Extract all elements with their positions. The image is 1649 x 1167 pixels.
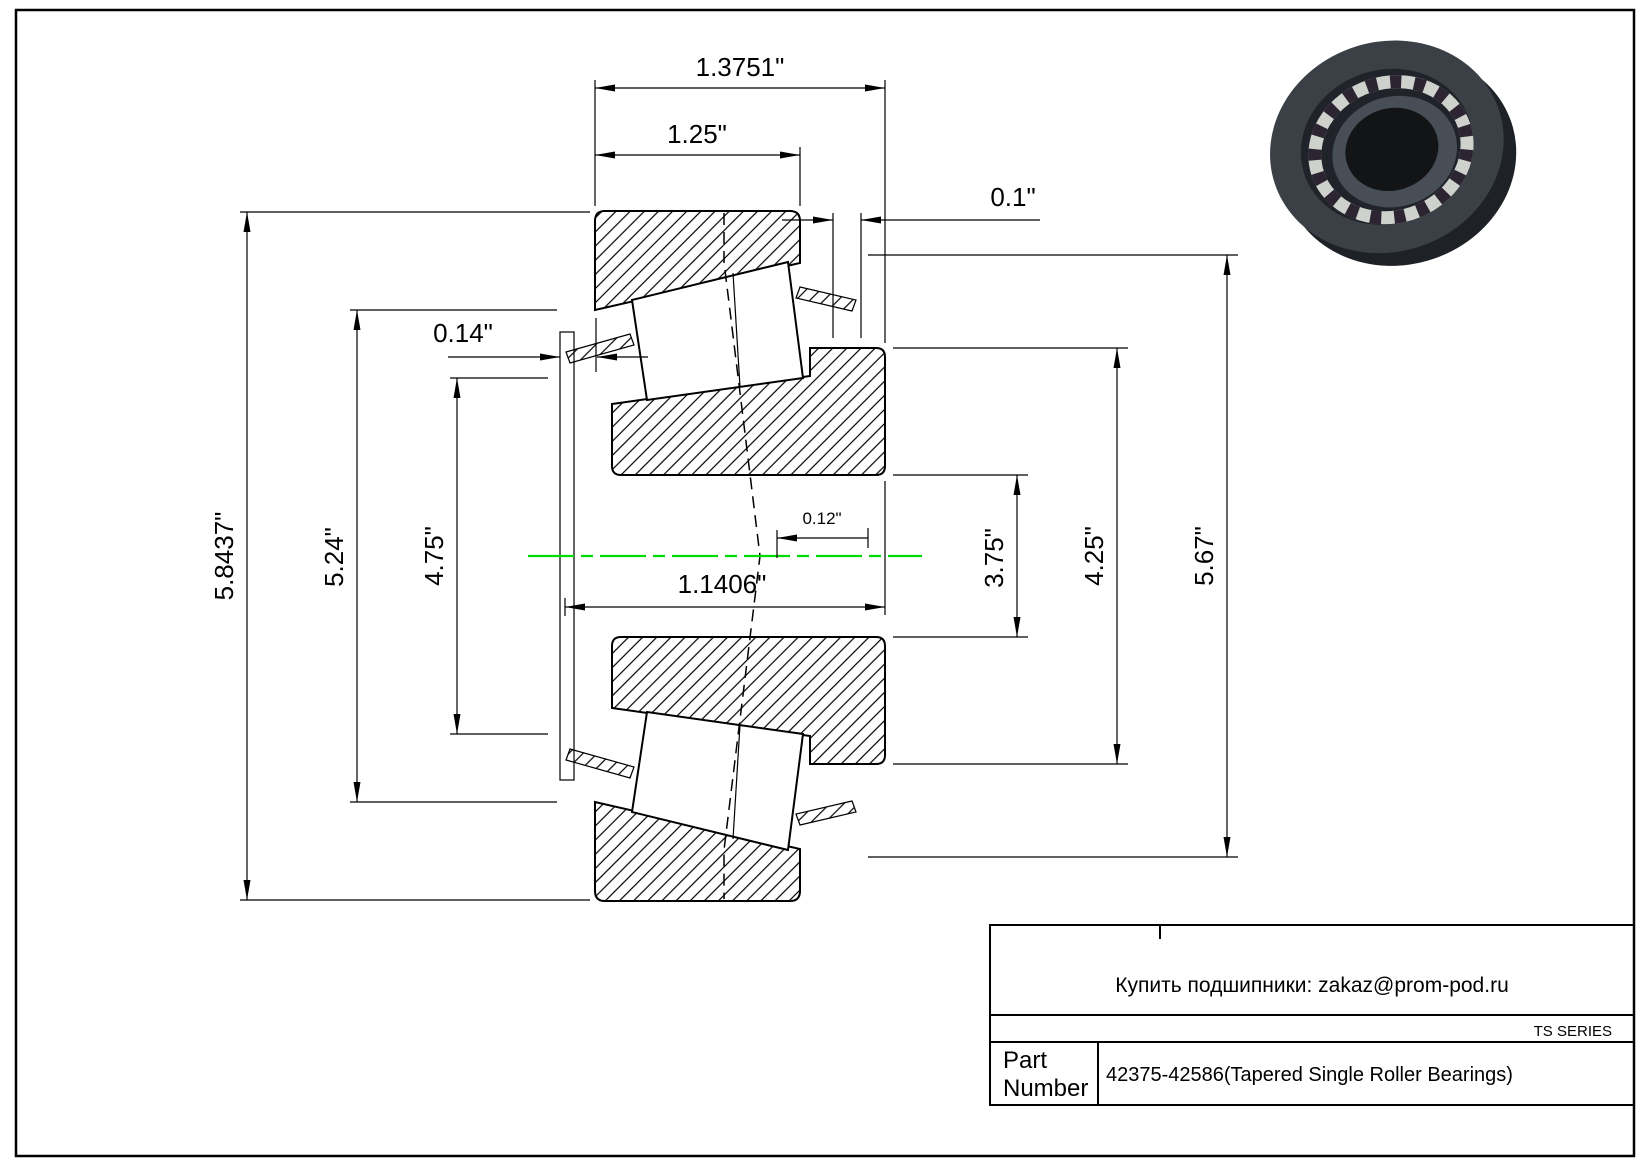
dim-bore-dia: 3.75" xyxy=(893,474,1028,638)
dim-overall-width: 1.3751" xyxy=(594,52,886,343)
dim-flange-od-label: 5.8437" xyxy=(209,512,239,601)
dim-front-offset: 0.14" xyxy=(433,318,648,372)
dim-cup-od: 5.67" xyxy=(868,254,1238,858)
bearing-3d-illustration xyxy=(1270,40,1517,266)
dim-cup-offset-label: 0.1" xyxy=(990,182,1035,212)
dim-overall-width-label: 1.3751" xyxy=(696,52,785,82)
part-number-value: 42375-42586(Tapered Single Roller Bearin… xyxy=(1106,1064,1513,1086)
contact-text: Купить подшипники: zakaz@prom-pod.ru xyxy=(1115,974,1509,997)
cup-upper-section xyxy=(594,210,801,312)
cage-strip-upper-right xyxy=(795,286,857,312)
dimensions: 1.3751" 1.25" 0.1" 0.14" 5.8 xyxy=(209,52,1238,901)
dim-cage-od: 4.75" xyxy=(419,377,548,735)
bearing-bore xyxy=(1345,107,1439,191)
dim-bore-length-label: 1.1406" xyxy=(678,569,767,599)
dim-cup-inner-od: 5.24" xyxy=(319,309,557,803)
bearing-cross-section xyxy=(528,210,922,902)
cup-lower-section xyxy=(594,800,801,902)
cage-strip-lower-right xyxy=(795,800,857,826)
title-block: Купить подшипники: zakaz@prom-pod.ru TS … xyxy=(989,924,1635,1106)
dim-cup-inner-od-label: 5.24" xyxy=(319,527,349,587)
dim-rib-dia-label: 4.25" xyxy=(1079,526,1109,586)
dim-cone-width: 1.25" xyxy=(595,119,801,206)
dim-bore-dia-label: 3.75" xyxy=(979,528,1009,588)
roller-lower xyxy=(630,710,805,852)
dim-cone-width-label: 1.25" xyxy=(667,119,727,149)
cone-lower-section xyxy=(611,636,886,765)
dim-cup-od-label: 5.67" xyxy=(1189,526,1219,586)
cage-strip-upper-left xyxy=(565,333,635,364)
dim-bore-length: 1.1406" xyxy=(564,481,886,616)
dim-center-offset-label: 0.12" xyxy=(802,509,841,528)
dim-cage-od-label: 4.75" xyxy=(419,526,449,586)
dim-front-offset-label: 0.14" xyxy=(433,318,493,348)
dim-rib-dia: 4.25" xyxy=(893,347,1128,765)
roller-upper xyxy=(630,260,805,402)
roller-lower-midline xyxy=(732,724,741,840)
cage-strip-lower-left xyxy=(565,748,635,779)
series-label: TS SERIES xyxy=(1534,1023,1612,1040)
cone-upper-section xyxy=(611,347,886,476)
dim-flange-od: 5.8437" xyxy=(209,211,590,901)
part-number-label-line2: Number xyxy=(1003,1075,1088,1102)
roller-upper-midline xyxy=(732,272,741,388)
part-number-label-line1: Part xyxy=(1003,1047,1047,1074)
dim-cup-offset: 0.1" xyxy=(782,182,1040,338)
dim-center-offset: 0.12" xyxy=(776,509,869,558)
